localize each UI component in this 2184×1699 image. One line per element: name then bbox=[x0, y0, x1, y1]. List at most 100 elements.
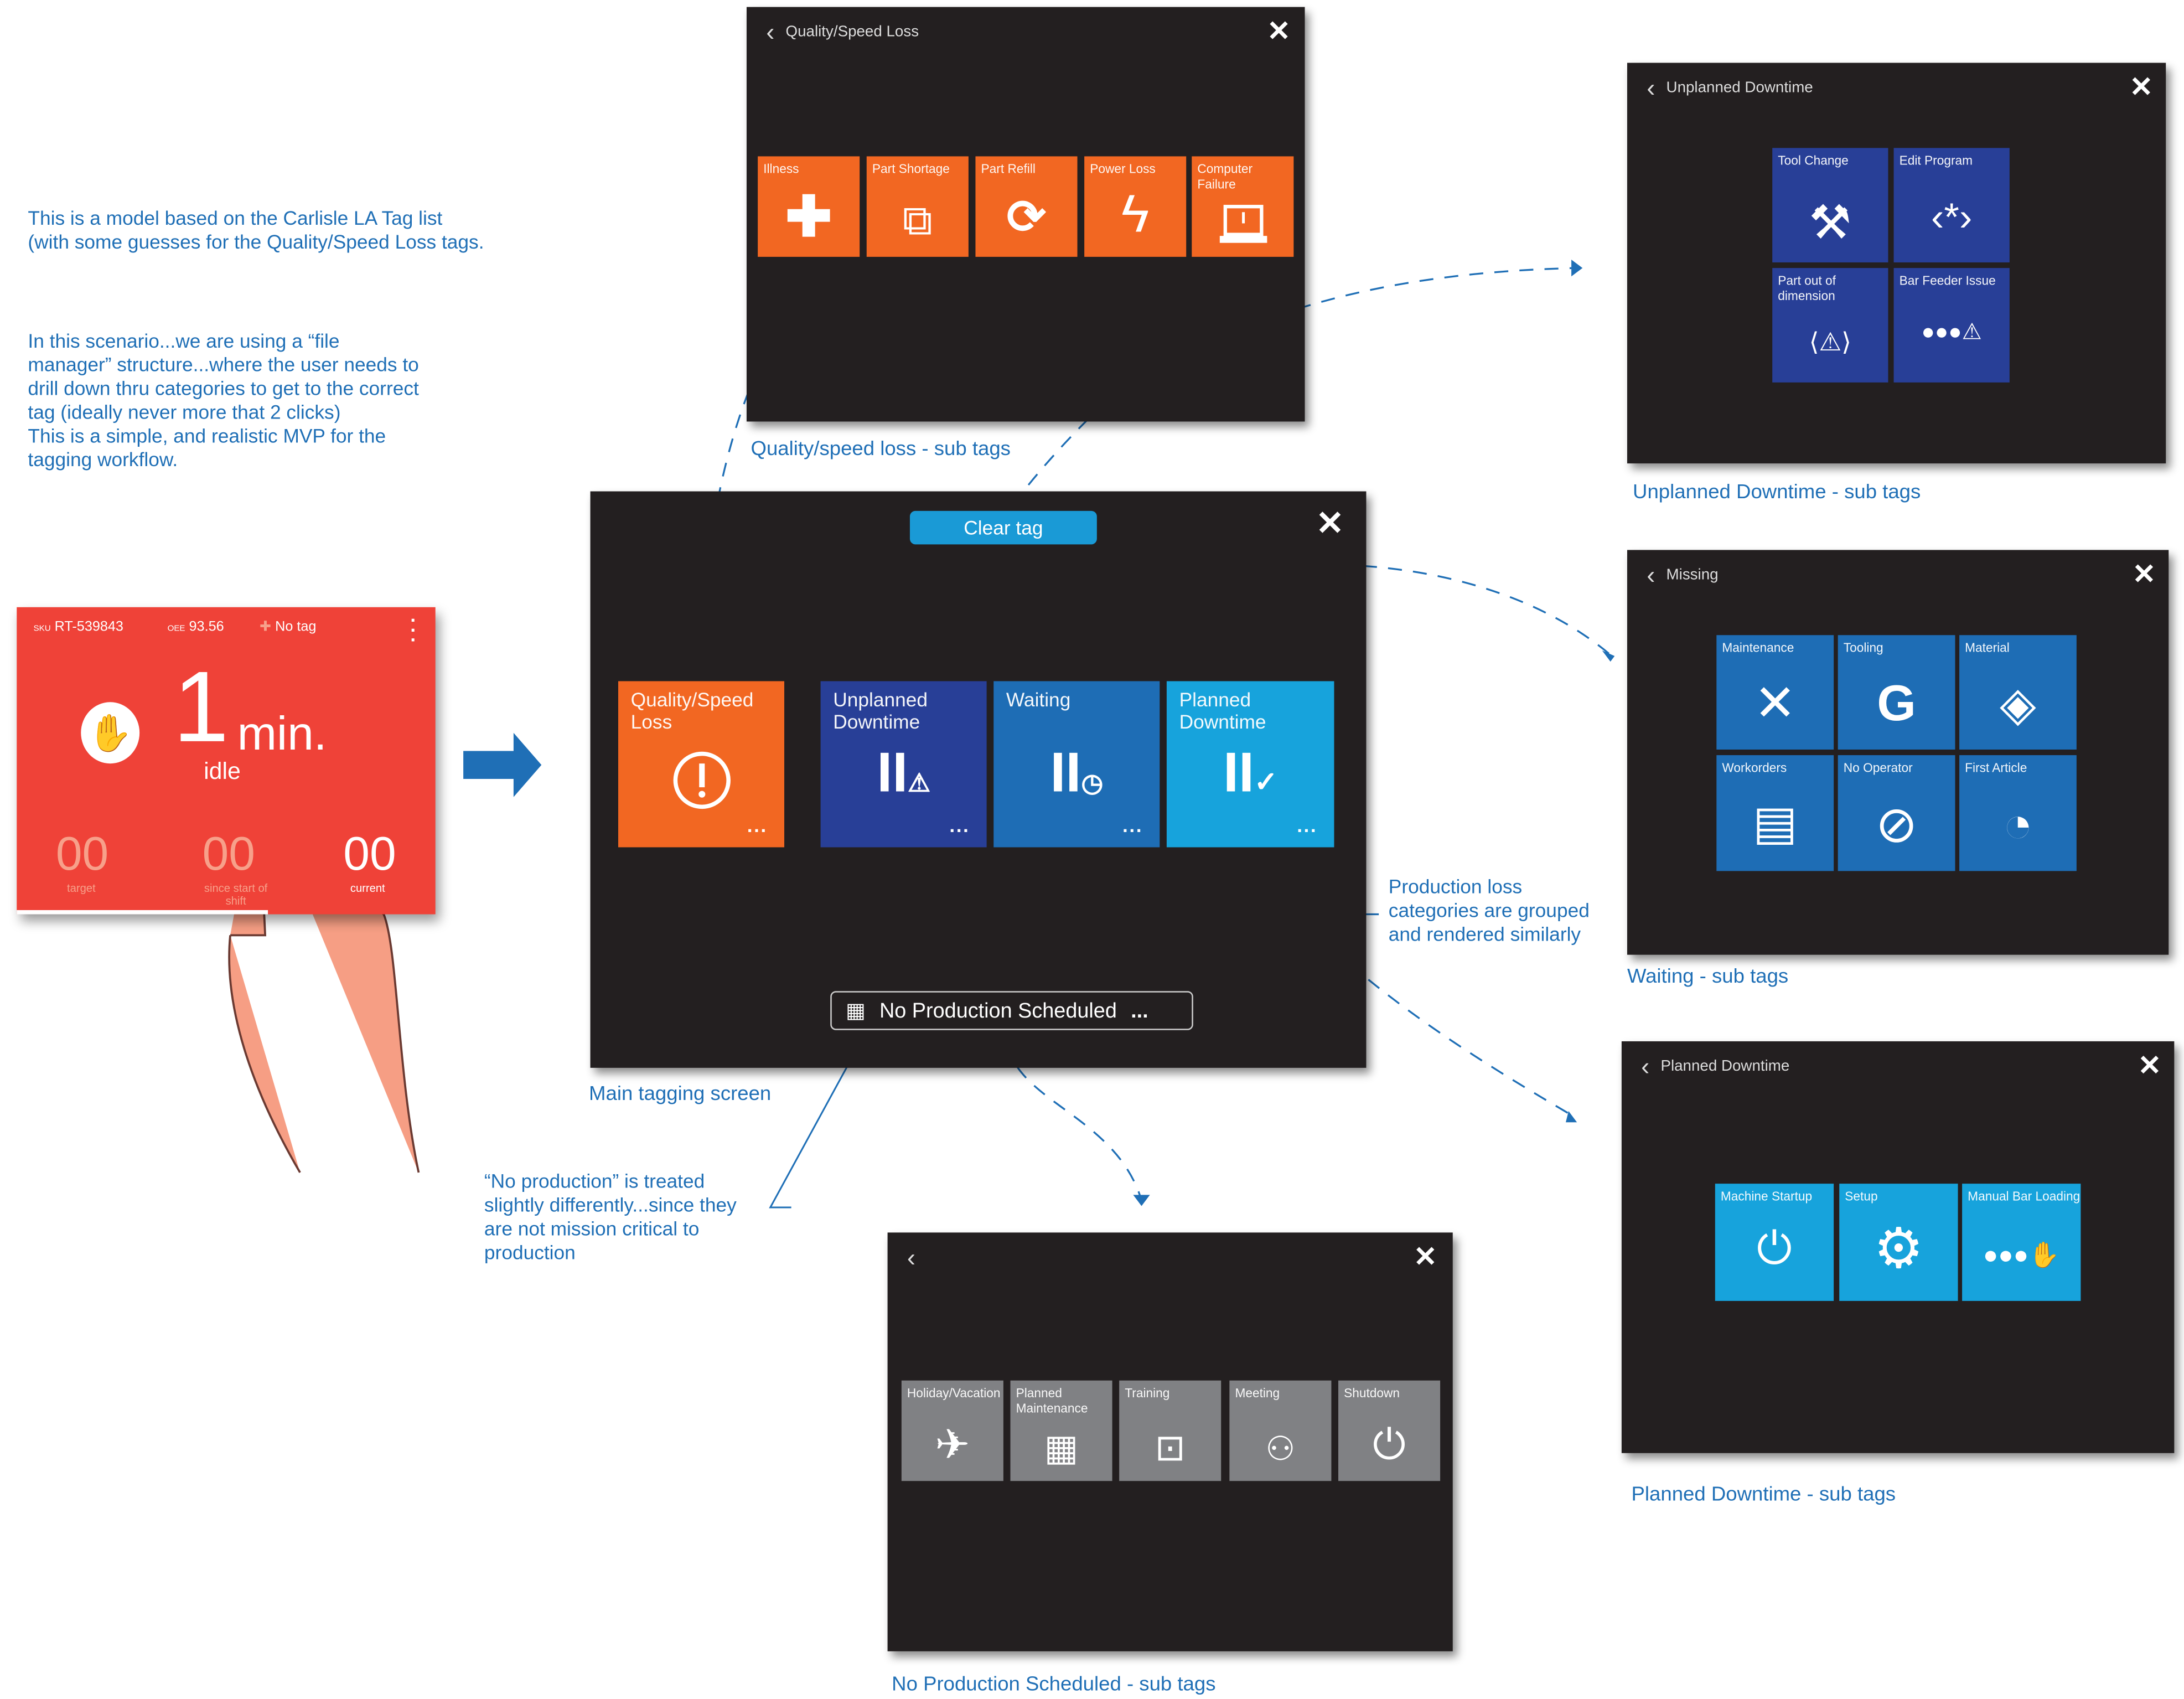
state-label: idle bbox=[204, 758, 241, 785]
no-production-note: “No production” is treated slightly diff… bbox=[484, 1169, 737, 1263]
tile-computer-failure[interactable]: Computer Failure bbox=[1192, 156, 1294, 257]
main-tagging-screen: Clear tag ✕ Quality/Speed Loss ... Unpla… bbox=[590, 491, 1367, 1068]
more-icon[interactable]: ... bbox=[1297, 813, 1318, 836]
unplanned-downtime-screen: ‹ Unplanned Downtime ✕ Tool Change⚒ Edit … bbox=[1627, 63, 2166, 464]
code-icon: ‹*› bbox=[1931, 195, 1973, 239]
clear-tag-button[interactable]: Clear tag bbox=[909, 510, 1097, 545]
screen-title: Unplanned Downtime bbox=[1666, 79, 1813, 96]
planned-caption: Planned Downtime - sub tags bbox=[1631, 1484, 1896, 1506]
close-icon[interactable]: ✕ bbox=[2138, 1051, 2162, 1082]
back-icon[interactable]: ‹ bbox=[1647, 561, 1655, 590]
calendar-x-icon: ▦ bbox=[845, 999, 866, 1024]
power-icon: ⏻ bbox=[1373, 1422, 1406, 1469]
medical-cross-icon: ✚ bbox=[785, 187, 832, 249]
tile-unplanned-downtime[interactable]: Unplanned Downtime II⚠ ... bbox=[820, 681, 987, 848]
tile-holiday-vacation[interactable]: Holiday/Vacation✈ bbox=[901, 1380, 1003, 1481]
tile-material[interactable]: Material◈ bbox=[1959, 635, 2077, 750]
no-production-screen: ‹ ✕ Holiday/Vacation✈ Planned Maintenanc… bbox=[887, 1232, 1453, 1651]
tile-no-operator[interactable]: No Operator ⊘ bbox=[1838, 755, 1955, 871]
dimension-warning-icon: ⟨⚠⟩ bbox=[1809, 328, 1851, 356]
tile-illness[interactable]: Illness✚ bbox=[758, 156, 860, 257]
tile-waiting[interactable]: Waiting II◷ ... bbox=[993, 681, 1160, 848]
tile-tool-change[interactable]: Tool Change⚒ bbox=[1772, 148, 1888, 263]
tile-maintenance[interactable]: Maintenance✕ bbox=[1716, 635, 1834, 750]
tile-planned-downtime[interactable]: Planned Downtime II✓ ... bbox=[1166, 681, 1334, 848]
back-icon[interactable]: ‹ bbox=[766, 18, 775, 47]
back-icon[interactable]: ‹ bbox=[1641, 1052, 1650, 1081]
tile-label: Workorders bbox=[1722, 761, 1787, 775]
current-label: current bbox=[350, 882, 385, 895]
hand-stop-icon: ✋ bbox=[81, 702, 140, 764]
shift-progress-bar bbox=[17, 910, 268, 915]
close-icon[interactable]: ✕ bbox=[1414, 1242, 1437, 1273]
tile-shutdown[interactable]: Shutdown ⏻ bbox=[1338, 1380, 1441, 1481]
calendar-tools-icon: ▦ bbox=[1044, 1426, 1079, 1469]
tile-label: Manual Bar Loading bbox=[1968, 1189, 2081, 1204]
tile-label: Unplanned Downtime bbox=[833, 688, 928, 733]
tile-part-out-of-dimension[interactable]: Part out of dimension⟨⚠⟩ bbox=[1772, 268, 1888, 383]
more-icon[interactable]: ... bbox=[747, 813, 768, 836]
waiting-caption: Waiting - sub tags bbox=[1627, 965, 1789, 989]
clamp-icon: G bbox=[1877, 674, 1916, 732]
tile-label: Meeting bbox=[1235, 1386, 1280, 1400]
tile-label: Machine Startup bbox=[1720, 1189, 1813, 1204]
idle-status-tablet[interactable]: SKU RT-539843 OEE 93.56 ✚ No tag ··· ✋ 1… bbox=[17, 607, 436, 915]
back-icon[interactable]: ‹ bbox=[1647, 74, 1655, 102]
tile-label: Part Shortage bbox=[872, 162, 950, 176]
idle-duration: 1 bbox=[173, 652, 229, 764]
close-icon[interactable]: ✕ bbox=[1316, 505, 1344, 543]
tile-bar-feeder-issue[interactable]: Bar Feeder Issue●●●⚠ bbox=[1893, 268, 2010, 383]
tile-manual-bar-loading[interactable]: Manual Bar Loading ●●●✋ bbox=[1962, 1184, 2081, 1301]
tile-planned-maintenance[interactable]: Planned Maintenance▦ bbox=[1010, 1380, 1112, 1481]
tile-part-refill[interactable]: Part Refill⟳ bbox=[975, 156, 1078, 257]
more-icon[interactable]: ... bbox=[949, 813, 970, 836]
close-icon[interactable]: ✕ bbox=[2129, 73, 2153, 104]
pause-clock-icon: II◷ bbox=[1050, 742, 1104, 804]
no-production-scheduled-button[interactable]: ▦No Production Scheduled... bbox=[830, 991, 1193, 1030]
tile-label: Shutdown bbox=[1344, 1386, 1400, 1400]
sku-value: RT-539843 bbox=[54, 619, 123, 636]
tile-label: Power Loss bbox=[1090, 162, 1156, 176]
tile-training[interactable]: Training⊡ bbox=[1119, 1380, 1222, 1481]
pause-check-icon: II✓ bbox=[1223, 742, 1278, 804]
quality-caption: Quality/speed loss - sub tags bbox=[751, 438, 1011, 461]
tile-quality-speed-loss[interactable]: Quality/Speed Loss ... bbox=[618, 681, 785, 848]
laptop-alert-icon bbox=[1192, 204, 1293, 246]
tile-machine-startup[interactable]: Machine Startup⏻ bbox=[1715, 1184, 1834, 1301]
sku-label: SKU bbox=[33, 625, 51, 634]
scenario-note: In this scenario...we are using a “file … bbox=[28, 329, 419, 471]
tile-label: Setup bbox=[1845, 1189, 1878, 1204]
oee-value: 93.56 bbox=[189, 619, 224, 636]
tile-first-article[interactable]: First Article◔ bbox=[1959, 755, 2077, 871]
more-menu-icon[interactable]: ··· bbox=[410, 608, 417, 650]
button-label: No Production Scheduled bbox=[879, 999, 1117, 1024]
tile-label: Planned Downtime bbox=[1179, 688, 1266, 733]
close-icon[interactable]: ✕ bbox=[1267, 17, 1291, 48]
airplane-icon: ✈ bbox=[935, 1422, 970, 1469]
tile-part-shortage[interactable]: Part Shortage⧉ bbox=[866, 156, 969, 257]
intro-note: This is a model based on the Carlisle LA… bbox=[28, 206, 484, 253]
tile-workorders[interactable]: Workorders▤ bbox=[1716, 755, 1834, 871]
dots-hand-icon: ●●●✋ bbox=[1983, 1241, 2060, 1269]
layers-icon: ◈ bbox=[1999, 678, 2036, 732]
pie-chart-icon: ◔ bbox=[2002, 796, 2033, 853]
no-person-icon: ⊘ bbox=[1875, 796, 1918, 853]
more-icon[interactable]: ... bbox=[1122, 813, 1143, 836]
tile-edit-program[interactable]: Edit Program‹*› bbox=[1893, 148, 2010, 263]
target-value: 00 bbox=[55, 828, 109, 881]
tile-label: Bar Feeder Issue bbox=[1899, 273, 1996, 288]
tile-setup[interactable]: Setup⚙ bbox=[1839, 1184, 1958, 1301]
screen-title: Quality/Speed Loss bbox=[785, 23, 919, 41]
pause-warning-icon: II⚠ bbox=[877, 742, 930, 804]
tag-value: No tag bbox=[275, 619, 317, 636]
current-value: 00 bbox=[343, 828, 396, 881]
tile-label: Quality/Speed Loss bbox=[630, 688, 754, 733]
tile-meeting[interactable]: Meeting⚇ bbox=[1229, 1380, 1332, 1481]
back-icon[interactable]: ‹ bbox=[907, 1243, 916, 1272]
tile-label: No Operator bbox=[1843, 761, 1913, 775]
close-icon[interactable]: ✕ bbox=[2132, 560, 2156, 591]
noprod-caption: No Production Scheduled - sub tags bbox=[892, 1674, 1216, 1696]
